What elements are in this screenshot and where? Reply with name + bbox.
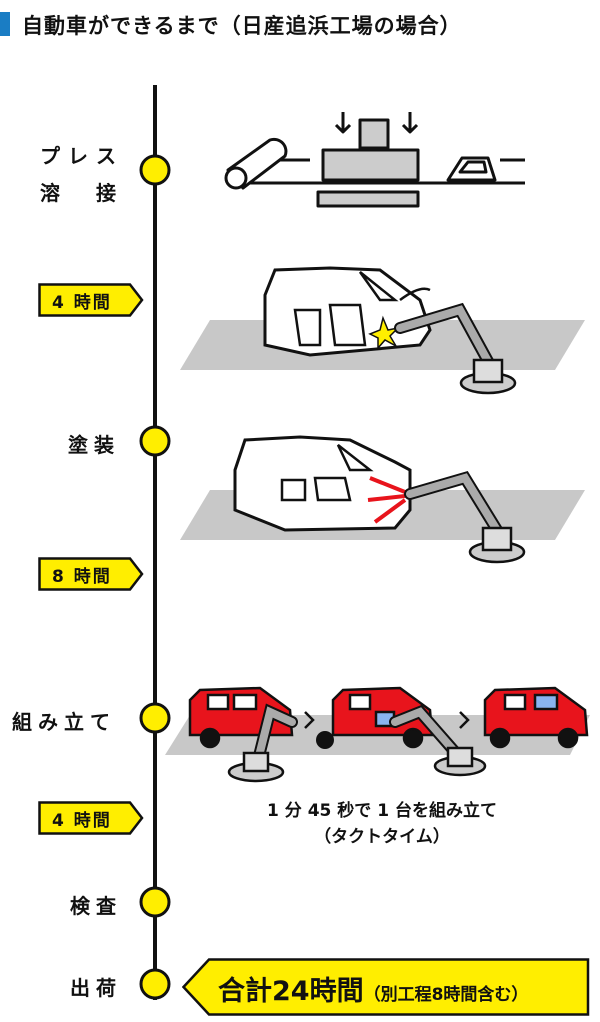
- timeline-node-paint: [139, 425, 171, 457]
- timeline-node-assembly: [139, 702, 171, 734]
- duration-text: 8 時間: [52, 566, 112, 587]
- red-car-3: [483, 686, 589, 749]
- total-time-main: 合計24時間: [218, 976, 364, 1007]
- duration-tag-3: 4 時間: [38, 801, 144, 835]
- step-label-shipping: 出荷: [70, 976, 122, 1000]
- step-label-inspection: 検査: [70, 894, 122, 918]
- step-label-press: プレス: [40, 144, 124, 168]
- total-time-banner: 合計24時間（別工程8時間含む）: [182, 958, 590, 1016]
- painting-illustration: [180, 435, 585, 564]
- takt-time-note: 1 分 45 秒で 1 台を組み立て （タクトタイム）: [222, 798, 542, 850]
- step-label-painting: 塗装: [68, 433, 120, 457]
- duration-text: 4 時間: [52, 292, 112, 313]
- takt-note-line2: （タクトタイム）: [314, 827, 450, 847]
- timeline-node-inspection: [139, 886, 171, 918]
- assembly-illustration: [165, 686, 590, 783]
- step-label-welding: 溶 接: [40, 181, 124, 205]
- title-accent-bar: [0, 12, 10, 36]
- press-illustration: [224, 112, 525, 208]
- page-title: 自動車ができるまで（日産追浜工場の場合）: [22, 14, 462, 38]
- duration-tag-1: 4 時間: [38, 283, 144, 317]
- step-label-assembly: 組み立て: [12, 710, 116, 734]
- duration-text: 4 時間: [52, 810, 112, 831]
- takt-note-line1: 1 分 45 秒で 1 台を組み立て: [267, 801, 497, 821]
- duration-tag-2: 8 時間: [38, 557, 144, 591]
- timeline-node-press: [139, 154, 171, 186]
- total-time-sub: （別工程8時間含む）: [363, 985, 529, 1005]
- welding-illustration: [180, 266, 585, 395]
- timeline-node-shipping: [139, 968, 171, 1000]
